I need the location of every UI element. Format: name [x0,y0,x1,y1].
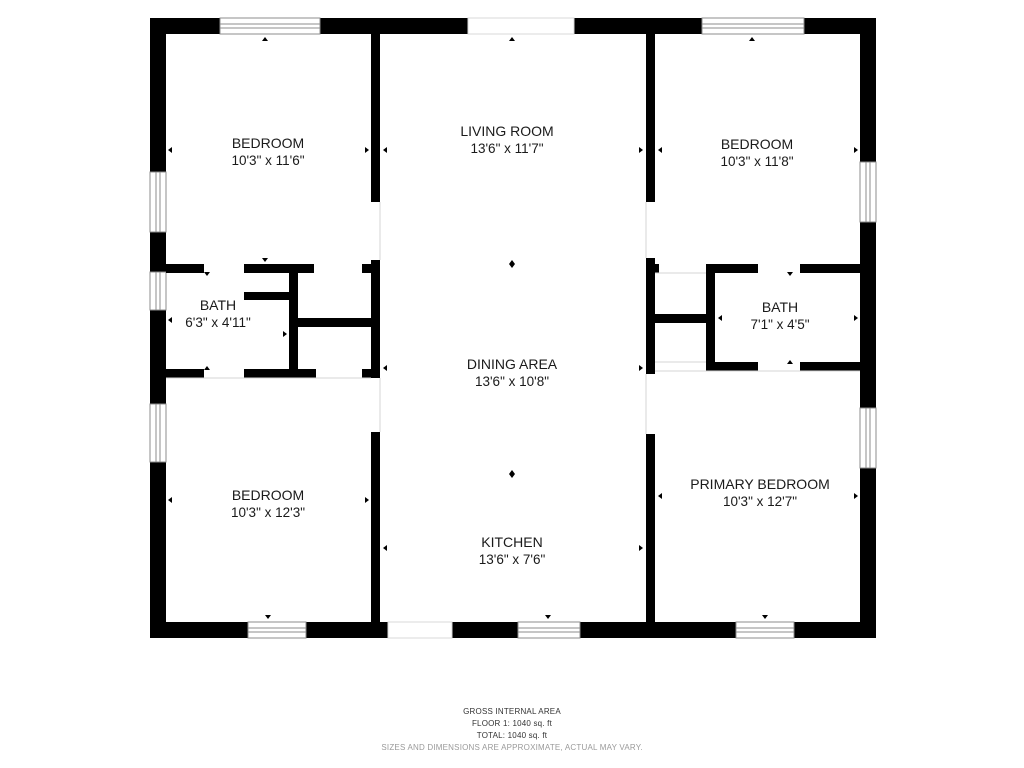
room-dimensions: 13'6" x 10'8" [475,374,549,389]
window-bottom-right [735,621,795,639]
room-dimensions: 10'3" x 11'8" [720,154,793,169]
disclaimer-text: SIZES AND DIMENSIONS ARE APPROXIMATE, AC… [381,743,643,752]
room-name: BATH [200,297,236,313]
exterior-walls [150,18,876,638]
floor-plan: BEDROOM 10'3" x 11'6" LIVING ROOM 13'6" … [149,17,877,639]
window-left-top [149,171,167,233]
window-bottom-center [517,621,581,639]
room-name: BATH [762,299,798,315]
room-name: PRIMARY BEDROOM [690,476,830,492]
windows [149,17,877,639]
room-dimensions: 6'3" x 4'11" [185,315,251,330]
passage-lines [166,202,860,434]
room-dining-area: DINING AREA 13'6" x 10'8" [467,356,558,389]
window-top-right [701,17,805,35]
room-bath-right: BATH 7'1" x 4'5" [750,299,809,332]
interior-walls [166,34,860,622]
room-bedroom-bottom-left: BEDROOM 10'3" x 12'3" [231,487,305,520]
room-living-room: LIVING ROOM 13'6" x 11'7" [460,123,553,156]
room-dimensions: 10'3" x 12'7" [723,494,797,509]
room-name: DINING AREA [467,356,558,372]
opening-top-center [467,17,575,35]
window-left-bottom [149,403,167,463]
room-bath-left: BATH 6'3" x 4'11" [185,297,251,330]
room-bedroom-top-left: BEDROOM 10'3" x 11'6" [231,135,304,168]
room-name: BEDROOM [232,135,304,151]
dimension-markers [168,37,858,619]
room-name: BEDROOM [721,136,793,152]
room-dimensions: 13'6" x 7'6" [479,552,546,567]
floor-area: FLOOR 1: 1040 sq. ft [471,719,553,728]
room-dimensions: 7'1" x 4'5" [750,317,809,332]
window-right-top [859,161,877,223]
window-bottom-left [247,621,307,639]
opening-bottom-kitchen [387,621,453,639]
room-bedroom-top-right: BEDROOM 10'3" x 11'8" [720,136,793,169]
window-left-bath [149,271,167,311]
room-dimensions: 10'3" x 12'3" [231,505,305,520]
room-name: LIVING ROOM [460,123,553,139]
room-kitchen: KITCHEN 13'6" x 7'6" [479,534,546,567]
room-name: BEDROOM [232,487,304,503]
room-dimensions: 10'3" x 11'6" [231,153,304,168]
room-name: KITCHEN [481,534,542,550]
total-area: TOTAL: 1040 sq. ft [476,731,548,740]
window-right-bottom [859,407,877,469]
area-heading: GROSS INTERNAL AREA [463,707,561,716]
room-primary-bedroom: PRIMARY BEDROOM 10'3" x 12'7" [690,476,830,509]
area-summary: GROSS INTERNAL AREA FLOOR 1: 1040 sq. ft… [0,706,1024,754]
window-top-left [219,17,321,35]
room-dimensions: 13'6" x 11'7" [470,141,543,156]
